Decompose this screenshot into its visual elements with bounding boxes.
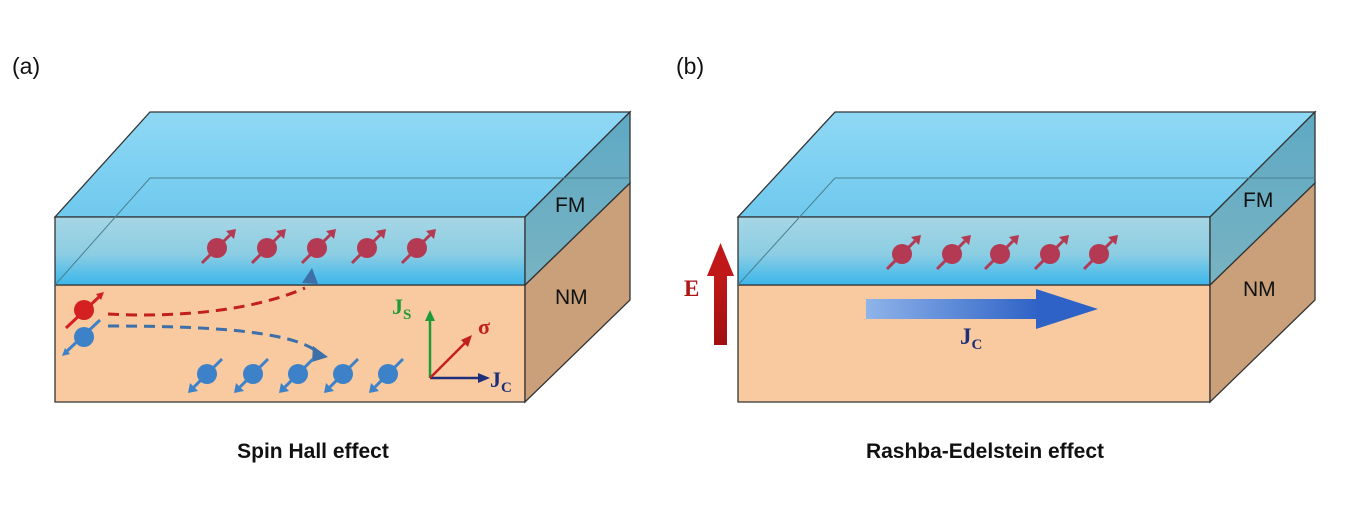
trajectory-arrowhead-down — [312, 346, 328, 362]
nm-spins — [188, 357, 405, 393]
spin-up — [250, 229, 286, 265]
fm-spins — [885, 235, 1118, 271]
js-label: JS — [392, 294, 411, 323]
caption-b: Rashba-Edelstein effect — [866, 440, 1104, 463]
spin-down — [188, 357, 224, 393]
spin-down — [369, 357, 405, 393]
sigma-label: σ — [478, 314, 490, 339]
panel-a: (a) FM NM — [12, 53, 632, 463]
fm-side-face — [524, 110, 631, 287]
fm-label: FM — [1243, 189, 1273, 212]
fm-side-face — [1209, 110, 1316, 287]
fm-label: FM — [555, 194, 585, 217]
current-label: JC — [960, 324, 982, 353]
back-edge — [54, 177, 630, 286]
nm-label: NM — [555, 286, 588, 309]
current-arrow — [866, 289, 1098, 329]
spin-down-trajectory — [107, 324, 316, 352]
e-field-arrow — [707, 243, 734, 345]
spin-down — [279, 357, 315, 393]
spin-up — [400, 229, 436, 265]
fm-front-face — [737, 216, 1211, 286]
nm-front-face — [54, 284, 526, 403]
spin-down — [234, 357, 270, 393]
axes: JS σ JC — [392, 294, 512, 396]
trajectory-arrowhead-up — [302, 268, 318, 284]
spin-up — [350, 229, 386, 265]
fm-front-face — [54, 216, 526, 286]
spin-up-trajectory — [107, 286, 306, 317]
spin-up — [1033, 235, 1069, 271]
spin-up — [885, 235, 921, 271]
caption-a: Spin Hall effect — [237, 440, 389, 463]
spin-up-electron — [64, 292, 104, 330]
panel-b-label: (b) — [676, 53, 704, 79]
panel-a-label: (a) — [12, 53, 40, 79]
spin-up — [935, 235, 971, 271]
e-field-label: E — [684, 276, 699, 301]
spin-up — [983, 235, 1019, 271]
spin-up — [300, 229, 336, 265]
spin-up — [1082, 235, 1118, 271]
nm-label: NM — [1243, 278, 1276, 301]
back-edge — [737, 177, 1315, 286]
spin-up — [200, 229, 236, 265]
fm-spins — [200, 229, 436, 265]
jc-label: JC — [490, 367, 512, 396]
panel-b: (b) FM NM E JC Rashba-Edelstein effect — [676, 53, 1317, 463]
sigma-axis — [429, 341, 467, 379]
spin-down-electron — [62, 318, 102, 356]
spin-down — [324, 357, 360, 393]
